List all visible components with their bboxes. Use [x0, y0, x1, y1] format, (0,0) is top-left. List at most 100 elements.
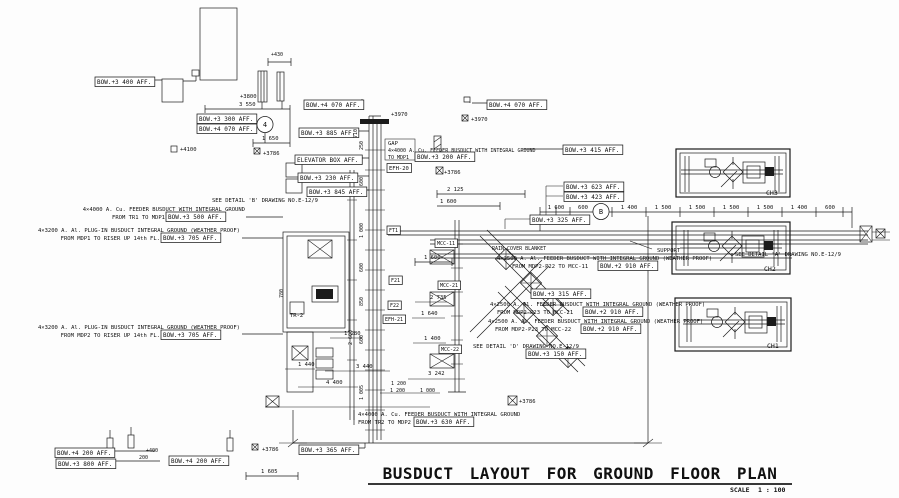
svg-text:1 640: 1 640	[421, 311, 438, 317]
svg-text:1 605: 1 605	[261, 469, 278, 475]
svg-text:BOW.+2 910 AFF.: BOW.+2 910 AFF.	[585, 309, 639, 316]
svg-text:+3970: +3970	[391, 112, 408, 118]
dimension-label: 200	[139, 455, 148, 461]
svg-text:1 400: 1 400	[791, 205, 808, 211]
elevation-label: BOW.+3 315 AFF.	[530, 288, 592, 299]
scale-value: 1 : 100	[758, 486, 785, 494]
svg-text:600: 600	[359, 335, 365, 344]
svg-text:1 600: 1 600	[548, 205, 565, 211]
svg-text:TR-2: TR-2	[290, 313, 303, 319]
svg-text:4×4000 A. Cu. FEEDER BUSDUCT W: 4×4000 A. Cu. FEEDER BUSDUCT WITH INTEGR…	[388, 148, 536, 154]
svg-text:BOW.+3 800 AFF.: BOW.+3 800 AFF.	[58, 461, 112, 468]
level-marker-label: +3786	[519, 399, 536, 405]
dimension-label: 710	[353, 129, 359, 138]
svg-text:B: B	[599, 208, 603, 216]
note-label: SEE DETAIL 'D' DRAWING NO.E-12/9	[473, 344, 579, 350]
dimension-label: 1 200	[390, 388, 405, 394]
chiller-ch2	[671, 221, 791, 275]
elevation-label: BOW.+3 300 AFF.	[196, 113, 258, 124]
dimension-label: 1 600	[424, 255, 441, 261]
svg-text:BOW.+3 400 AFF.: BOW.+3 400 AFF.	[97, 79, 151, 86]
svg-text:EFH-21: EFH-21	[385, 317, 403, 323]
dimension-label: +400	[146, 448, 158, 454]
note-label: 4×4000 A. Cu. FEEDER BUSDUCT WITH INTEGR…	[83, 207, 245, 213]
svg-text:600: 600	[825, 205, 835, 211]
dimension-label: 850	[359, 297, 365, 306]
dimension-label: 1 650	[262, 136, 279, 142]
svg-text:3 440: 3 440	[356, 364, 373, 370]
svg-text:1 440: 1 440	[298, 362, 315, 368]
svg-text:F21: F21	[391, 278, 400, 284]
equipment-label: CH3	[766, 189, 778, 197]
elevation-label: BOW.+3 415 AFF.	[562, 144, 624, 155]
equipment-label: FT1	[386, 225, 401, 235]
drawing-title: BUSDUCT LAYOUT FOR GROUND FLOOR PLAN	[383, 464, 778, 483]
svg-text:CH1: CH1	[767, 342, 779, 350]
dimension-label: 600	[359, 335, 365, 344]
note-label: 4×3200 A. Al. PLUG-IN BUSDUCT INTEGRAL G…	[38, 228, 240, 234]
equipment-label: CH1	[767, 342, 779, 350]
svg-text:+3800: +3800	[240, 94, 257, 100]
level-marker-label: +430	[271, 52, 283, 58]
svg-text:+430: +430	[271, 52, 283, 58]
svg-text:FT1: FT1	[389, 228, 398, 234]
svg-text:FROM TR1 TO MDP1: FROM TR1 TO MDP1	[112, 215, 165, 221]
dimension-label: 600	[359, 177, 365, 186]
svg-text:BOW.+3 845 AFF.: BOW.+3 845 AFF.	[309, 189, 363, 196]
diagonal-busduct-runs	[469, 229, 586, 373]
svg-text:1 650: 1 650	[262, 136, 279, 142]
svg-text:CH3: CH3	[766, 189, 778, 197]
note-label: SEE DETAIL 'B' DRAWING NO.E-12/9	[212, 198, 318, 204]
equipment-label: CH2	[764, 265, 776, 273]
dimension-label: 1 440	[298, 362, 315, 368]
svg-text:780: 780	[279, 289, 285, 298]
svg-text:BOW.+3 150 AFF.: BOW.+3 150 AFF.	[528, 351, 582, 358]
elevation-label: BOW.+4 070 AFF.	[486, 99, 548, 110]
elevation-label: BOW.+3 150 AFF.	[525, 348, 587, 359]
equipment-label: TR-2	[290, 313, 303, 319]
elevation-label: BOW.+3 500 AFF.	[165, 211, 227, 222]
svg-text:4×4000 A. Cu. FEEDER BUSDUCT W: 4×4000 A. Cu. FEEDER BUSDUCT WITH INTEGR…	[83, 207, 245, 213]
note-label: 4×3200 A. Al. PLUG-IN BUSDUCT INTEGRAL G…	[38, 325, 240, 331]
svg-text:1 400: 1 400	[621, 205, 638, 211]
svg-text:FROM MDP2-P23 TO MCC-22: FROM MDP2-P23 TO MCC-22	[495, 327, 571, 333]
svg-text:2 600: 2 600	[348, 330, 354, 345]
grid-bubble: 4	[256, 116, 274, 133]
svg-text:4×2500 A. Al. FEEDER BUSDUCT W: 4×2500 A. Al. FEEDER BUSDUCT WITH INTEGR…	[488, 319, 703, 325]
svg-text:1 000: 1 000	[420, 388, 435, 394]
dimension-label: 1 280	[344, 331, 361, 337]
level-marker-label: +3786	[262, 447, 279, 453]
level-marker-label: +3970	[391, 112, 408, 118]
dimension-label: 780	[279, 289, 285, 298]
svg-text:BOW.+3 623 AFF.: BOW.+3 623 AFF.	[566, 184, 620, 191]
dimension-label: 2 600	[348, 330, 354, 345]
dimension-label: 1 500	[757, 205, 774, 211]
svg-text:CH2: CH2	[764, 265, 776, 273]
bottom-left-supports	[106, 427, 299, 480]
chiller-ch3	[675, 148, 791, 198]
equipment-label: EFH-21	[382, 314, 406, 324]
svg-text:FROM MDP2-P22 TO MCC-11: FROM MDP2-P22 TO MCC-11	[512, 264, 588, 270]
elevation-label: BOW.+2 910 AFF.	[597, 260, 659, 271]
level-marker-label: +4100	[180, 147, 197, 153]
elevation-label: BOW.+3 705 AFF.	[160, 232, 222, 243]
note-label: GAP	[388, 141, 399, 147]
svg-text:BOW.+3 500 AFF.: BOW.+3 500 AFF.	[168, 214, 222, 221]
svg-text:BOW.+4 070 AFF.: BOW.+4 070 AFF.	[489, 102, 543, 109]
svg-text:3 242: 3 242	[428, 371, 445, 377]
svg-text:4×3200 A. Al. PLUG-IN BUSDUCT: 4×3200 A. Al. PLUG-IN BUSDUCT INTEGRAL G…	[38, 228, 240, 234]
elevation-label: BOW.+3 623 AFF.	[563, 181, 625, 192]
svg-text:SUPPORT: SUPPORT	[657, 248, 681, 254]
dimension-label: 1 500	[655, 205, 672, 211]
level-marker-label: +3786	[263, 151, 280, 157]
note-label: 4×2500 A. Al. FEEDER BUSDUCT WITH INTEGR…	[490, 302, 705, 308]
note-label: FROM MDP2-P22 TO MCC-11	[512, 264, 588, 270]
note-label: RAIN COVER BLANKET	[492, 246, 546, 252]
svg-text:2 735: 2 735	[430, 295, 447, 301]
svg-text:EFH-20: EFH-20	[389, 166, 409, 172]
svg-text:1 600: 1 600	[424, 255, 441, 261]
svg-text:BOW.+4 070 AFF.: BOW.+4 070 AFF.	[199, 126, 253, 133]
equipment-label: MCC-21	[437, 280, 461, 290]
note-label: 4×4000 A. Cu. FEEDER BUSDUCT WITH INTEGR…	[358, 412, 520, 418]
